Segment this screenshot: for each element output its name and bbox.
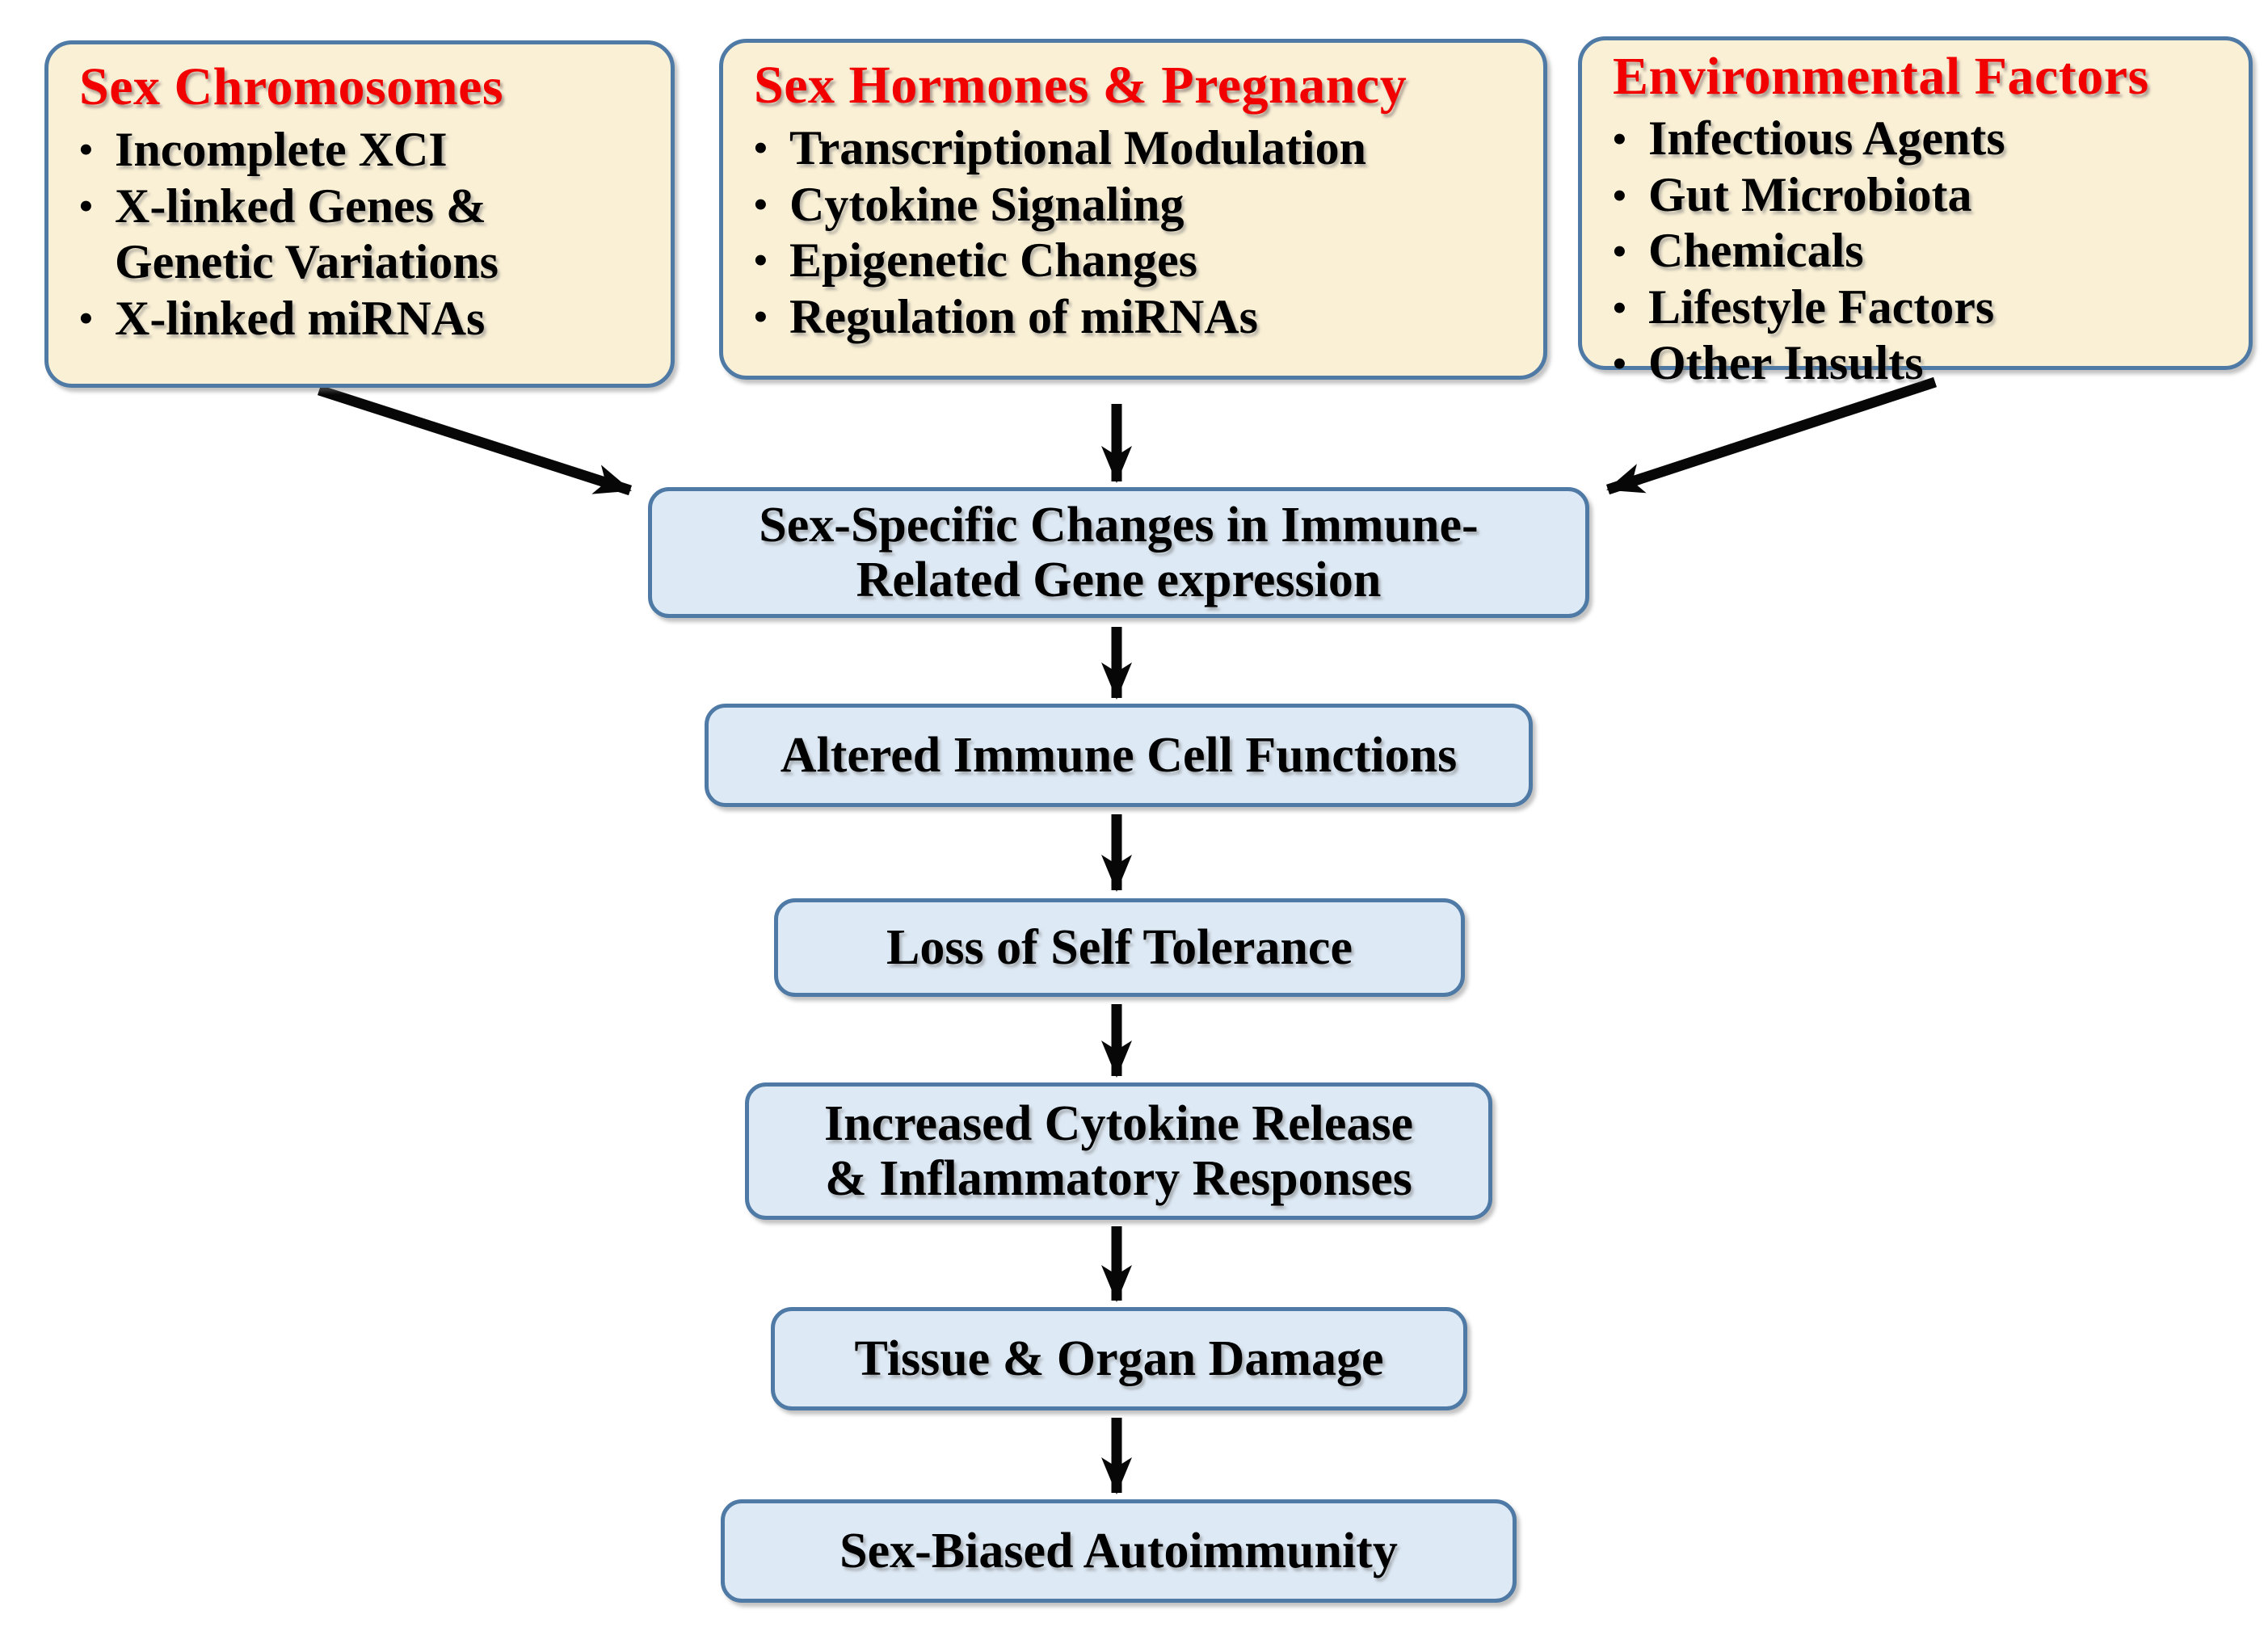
- list-item: • X-linked Genes & Genetic Variations: [79, 179, 646, 291]
- item-text: Chemicals: [1648, 224, 1864, 278]
- bullet-marker: •: [1613, 230, 1626, 274]
- list-item: • Chemicals: [1613, 224, 2224, 280]
- list-item: • Lifestyle Factors: [1613, 280, 2224, 337]
- bullet-marker: •: [1613, 174, 1626, 217]
- flow-box-loss-of-self-tolerance: Loss of Self Tolerance: [774, 898, 1465, 997]
- bullet-list: • Transcriptional Modulation • Cytokine …: [754, 120, 1519, 345]
- list-item: • Transcriptional Modulation: [754, 120, 1519, 177]
- item-text: Other Insults: [1648, 336, 1924, 390]
- bullet-marker: •: [79, 296, 93, 340]
- item-text: Cytokine Signaling: [789, 177, 1184, 231]
- source-box-sex-chromosomes: Sex Chromosomes • Incomplete XCI • X-lin…: [44, 40, 675, 388]
- bullet-list: • Infectious Agents • Gut Microbiota • C…: [1613, 111, 2224, 393]
- flow-box-sex-biased-autoimmunity: Sex-Biased Autoimmunity: [721, 1499, 1517, 1603]
- bullet-marker: •: [754, 126, 768, 170]
- source-box-environmental-factors: Environmental Factors • Infectious Agent…: [1578, 36, 2253, 389]
- bullet-marker: •: [1613, 117, 1626, 161]
- item-text: X-linked Genes & Genetic Variations: [115, 179, 499, 289]
- item-text: Epigenetic Changes: [789, 233, 1198, 288]
- box-title: Sex Chromosomes: [79, 57, 504, 116]
- bullet-marker: •: [754, 239, 768, 283]
- bullet-marker: •: [79, 128, 93, 171]
- item-text: Lifestyle Factors: [1648, 280, 1995, 334]
- list-item: • Epigenetic Changes: [754, 233, 1519, 289]
- box-title: Environmental Factors: [1613, 47, 2149, 106]
- item-text: X-linked miRNAs: [115, 291, 486, 345]
- box-title: Sex Hormones & Pregnancy: [754, 56, 1408, 115]
- list-item: • Infectious Agents: [1613, 111, 2224, 168]
- flow-box-tissue-organ-damage: Tissue & Organ Damage: [771, 1307, 1467, 1410]
- list-item: • Other Insults: [1613, 336, 2224, 393]
- bullet-marker: •: [1613, 286, 1626, 330]
- arrow-environment-to-gene-expression: [1605, 376, 1938, 495]
- bullet-marker: •: [754, 295, 768, 338]
- list-item: • Regulation of miRNAs: [754, 289, 1519, 346]
- flow-box-increased-cytokine-release: Increased Cytokine Release & Inflammator…: [745, 1082, 1492, 1220]
- flow-box-altered-immune-cell-functions: Altered Immune Cell Functions: [705, 704, 1533, 807]
- item-text: Infectious Agents: [1648, 111, 2005, 165]
- list-item: • X-linked miRNAs: [79, 291, 646, 347]
- arrow-sex-chromosomes-to-gene-expression: [318, 385, 632, 496]
- item-text: Transcriptional Modulation: [789, 120, 1366, 174]
- item-text: Incomplete XCI: [115, 122, 448, 176]
- flow-box-sex-specific-gene-expression: Sex-Specific Changes in Immune- Related …: [648, 487, 1589, 618]
- bullet-marker: •: [79, 184, 93, 228]
- bullet-marker: •: [1613, 343, 1626, 386]
- list-item: • Incomplete XCI: [79, 122, 646, 179]
- bullet-list: • Incomplete XCI • X-linked Genes & Gene…: [79, 122, 646, 347]
- list-item: • Cytokine Signaling: [754, 177, 1519, 233]
- list-item: • Gut Microbiota: [1613, 168, 2224, 225]
- item-text: Regulation of miRNAs: [789, 289, 1258, 343]
- source-box-sex-hormones-pregnancy: Sex Hormones & Pregnancy • Transcription…: [719, 39, 1547, 380]
- item-text: Gut Microbiota: [1648, 167, 1972, 221]
- bullet-marker: •: [754, 183, 768, 226]
